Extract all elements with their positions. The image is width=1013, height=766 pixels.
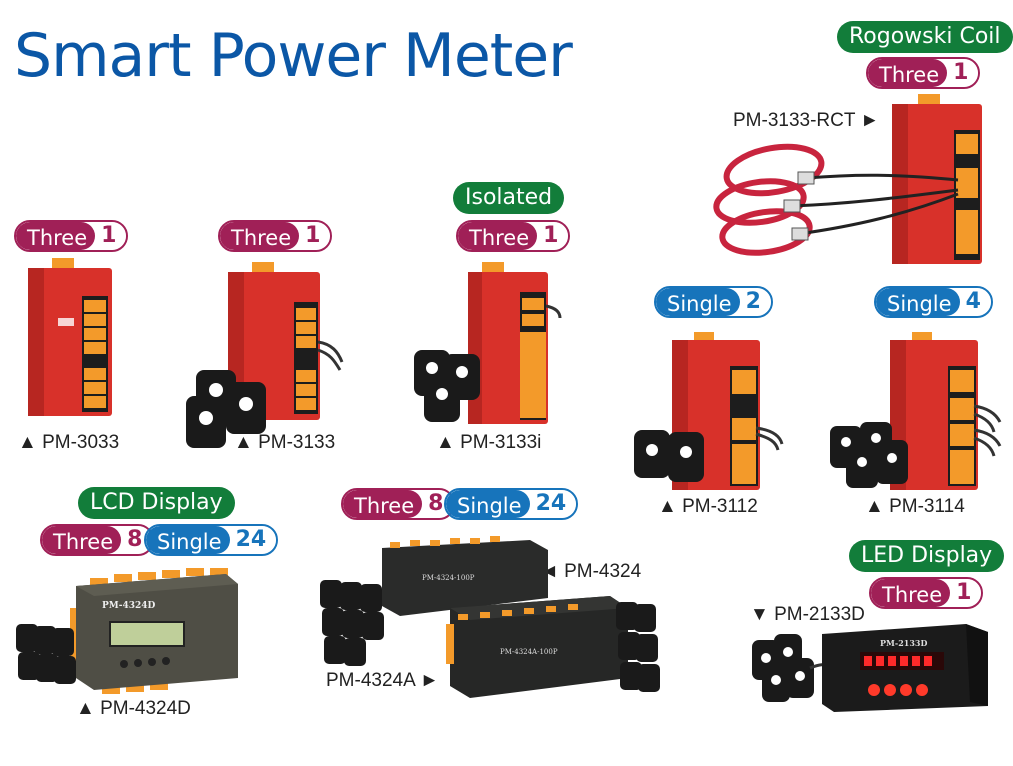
phase-word: Three	[343, 490, 423, 518]
pm4324a-label: PM-4324A ►	[326, 670, 439, 691]
channel-count: 2	[739, 288, 771, 316]
pm2133d-model-text: PM-2133D	[880, 638, 927, 648]
pm4324d-model-text: PM-4324D	[102, 601, 156, 611]
channel-count: 24	[229, 526, 277, 554]
channel-count: 1	[950, 579, 982, 607]
pm3133i-phase-badge: Three 1	[456, 220, 571, 252]
phase-word: Three	[42, 526, 122, 554]
phase-word: Single	[446, 490, 530, 518]
phase-word: Three	[868, 59, 948, 87]
phase-word: Single	[146, 526, 230, 554]
pm3033-label: ▲ PM-3033	[18, 432, 120, 453]
isolated-feature-pill: Isolated	[453, 182, 565, 214]
channel-count: 1	[537, 222, 569, 250]
pm3033-device-image	[28, 258, 112, 416]
phase-word: Three	[16, 222, 96, 250]
pm3112-phase-badge: Single 2	[654, 286, 773, 318]
pm2133d-device-image: PM-2133D	[752, 624, 988, 712]
pm3133i-device-image	[414, 262, 562, 424]
pm4324-model-text: PM-4324-100P	[422, 574, 475, 582]
phase-word: Three	[871, 579, 951, 607]
pm3133rct-phase-badge: Three 1	[866, 57, 981, 89]
phase-word: Single	[656, 288, 740, 316]
phase-word: Three	[458, 222, 538, 250]
pm3114-phase-badge: Single 4	[874, 286, 993, 318]
channel-count: 4	[959, 288, 991, 316]
pm3112-device-image	[634, 332, 784, 490]
channel-count: 8	[422, 490, 454, 518]
pm3133-label: ▲ PM-3133	[234, 432, 336, 453]
channel-count: 1	[95, 222, 127, 250]
pm4324d-three-badge: Three 8	[40, 524, 155, 556]
pm4324d-single-badge: Single 24	[144, 524, 279, 556]
channel-count: 24	[529, 490, 577, 518]
pm3133rct-device-image	[713, 94, 982, 264]
pm3112-label: ▲ PM-3112	[658, 496, 758, 517]
pm4324d-label: ▲ PM-4324D	[76, 698, 191, 719]
pm3133-device-image	[186, 262, 344, 448]
pm4324-label: ◄ PM-4324	[540, 561, 642, 582]
channel-count: 1	[299, 222, 331, 250]
pm3114-label: ▲ PM-3114	[865, 496, 965, 517]
pm4324-three-badge: Three 8	[341, 488, 456, 520]
pm3114-device-image	[830, 332, 1002, 490]
rogowski-coil-feature-pill: Rogowski Coil	[837, 21, 1013, 53]
pm3133-phase-badge: Three 1	[218, 220, 333, 252]
phase-word: Single	[876, 288, 960, 316]
phase-word: Three	[220, 222, 300, 250]
pm4324-single-badge: Single 24	[444, 488, 579, 520]
pm4324-pm4324a-device-image: PM-4324-100P PM-4324A-100P	[320, 536, 660, 698]
pm3133i-label: ▲ PM-3133i	[436, 432, 542, 453]
channel-count: 1	[947, 59, 979, 87]
pm3133rct-label: PM-3133-RCT ►	[733, 110, 880, 131]
pm4324d-device-image: PM-4324D	[16, 568, 238, 694]
page-title: Smart Power Meter	[14, 21, 573, 91]
pm2133d-label: ▼ PM-2133D	[750, 604, 865, 625]
led-display-feature-pill: LED Display	[849, 540, 1005, 572]
pm3033-phase-badge: Three 1	[14, 220, 129, 252]
pm2133d-phase-badge: Three 1	[869, 577, 984, 609]
lcd-display-feature-pill: LCD Display	[78, 487, 235, 519]
pm4324a-model-text: PM-4324A-100P	[500, 648, 558, 656]
